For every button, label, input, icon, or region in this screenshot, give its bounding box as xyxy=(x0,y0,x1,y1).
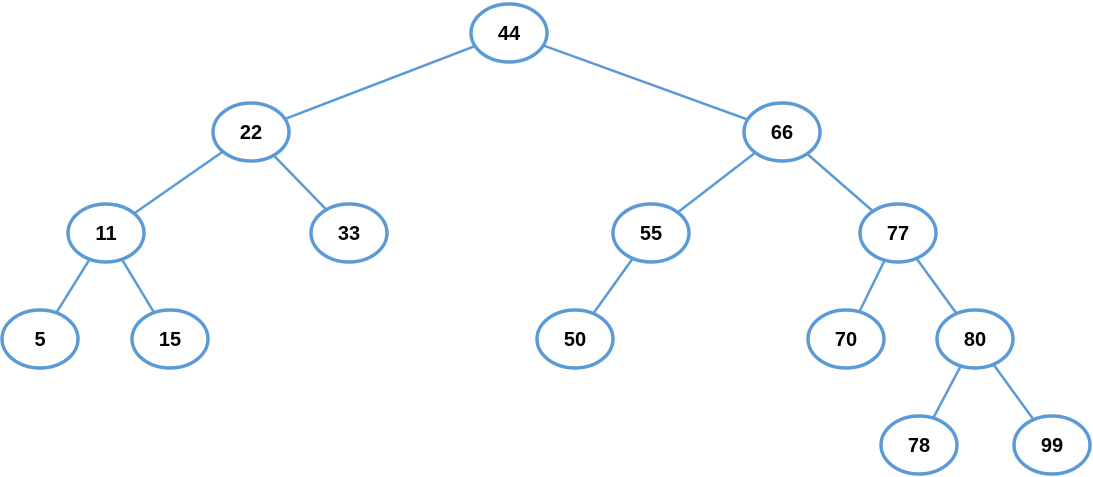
tree-node-66: 66 xyxy=(742,101,822,163)
node-label: 5 xyxy=(34,329,45,351)
tree-node-77: 77 xyxy=(858,202,938,264)
node-ellipse xyxy=(0,308,80,370)
node-ellipse xyxy=(535,308,615,370)
tree-node-99: 99 xyxy=(1012,414,1092,476)
node-label: 66 xyxy=(771,122,793,144)
node-ellipse xyxy=(469,2,549,64)
tree-node-33: 33 xyxy=(309,202,389,264)
tree-node-78: 78 xyxy=(879,414,959,476)
tree-node-80: 80 xyxy=(935,308,1015,370)
node-ellipse xyxy=(309,202,389,264)
tree-node-15: 15 xyxy=(130,308,210,370)
tree-node-11: 11 xyxy=(66,202,146,264)
node-label: 55 xyxy=(640,223,662,245)
node-ellipse xyxy=(858,202,938,264)
node-ellipse xyxy=(879,414,959,476)
node-label: 77 xyxy=(887,223,909,245)
node-label: 33 xyxy=(338,223,360,245)
node-label: 44 xyxy=(498,23,521,45)
tree-node-70: 70 xyxy=(806,308,886,370)
edge-44-66 xyxy=(508,31,783,134)
node-label: 50 xyxy=(564,329,586,351)
node-ellipse xyxy=(742,101,822,163)
node-label: 22 xyxy=(240,122,262,144)
node-label: 11 xyxy=(95,223,116,245)
node-ellipse xyxy=(935,308,1015,370)
node-ellipse xyxy=(130,308,210,370)
node-label: 78 xyxy=(908,435,930,457)
node-label: 70 xyxy=(835,329,857,351)
node-label: 80 xyxy=(964,329,986,351)
tree-node-5: 5 xyxy=(0,308,80,370)
node-ellipse xyxy=(66,202,146,264)
edge-44-22 xyxy=(250,31,510,134)
tree-node-22: 22 xyxy=(211,101,291,163)
tree-node-55: 55 xyxy=(611,202,691,264)
tree-node-44: 44 xyxy=(469,2,549,64)
node-ellipse xyxy=(1012,414,1092,476)
tree-node-50: 50 xyxy=(535,308,615,370)
node-label: 15 xyxy=(159,329,181,351)
node-ellipse xyxy=(806,308,886,370)
node-ellipse xyxy=(611,202,691,264)
node-ellipse xyxy=(211,101,291,163)
node-label: 99 xyxy=(1041,435,1063,457)
